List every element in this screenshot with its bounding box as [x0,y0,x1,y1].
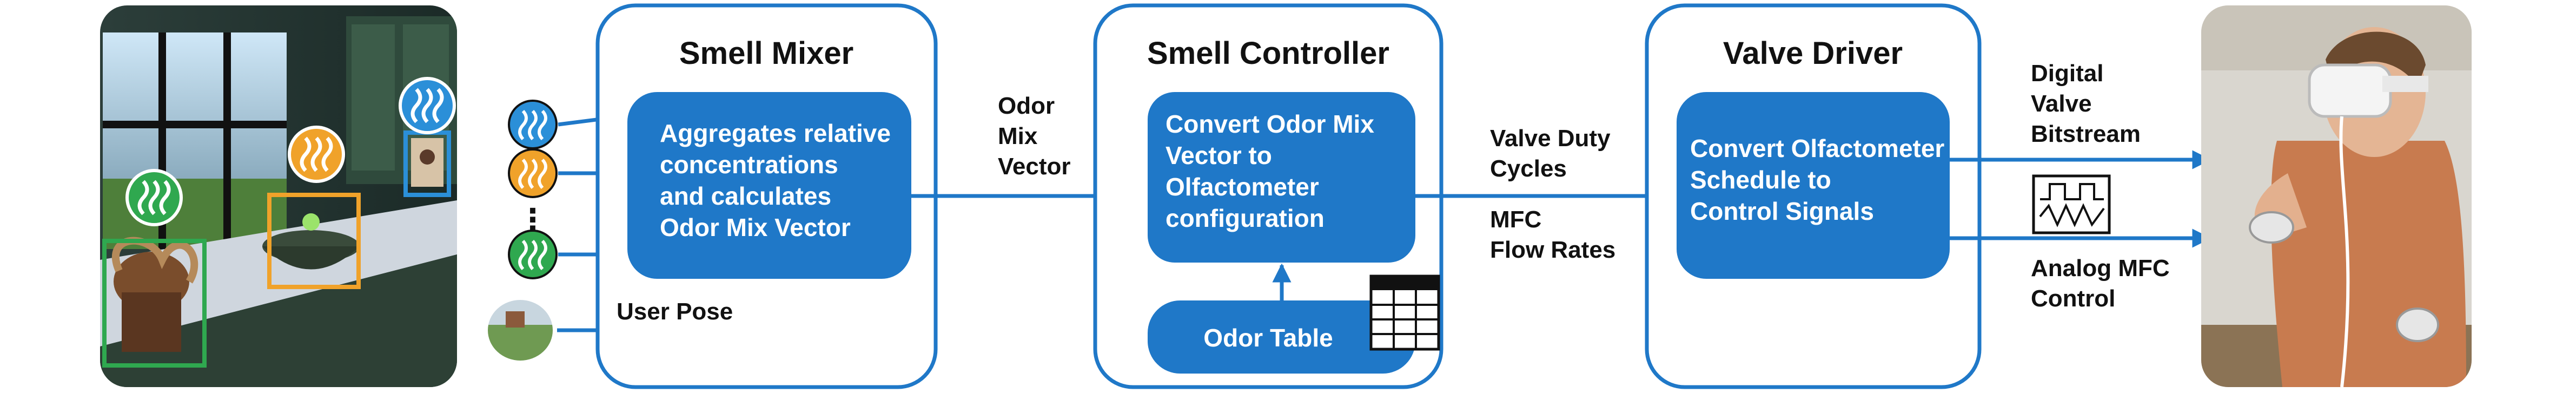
valve-driver-title: Valve Driver [1723,36,1903,71]
controller-line-2: Vector to [1166,141,1272,169]
mfc-flow-rates-label-1: MFC [1490,206,1541,233]
valve-duty-cycles-label-2: Cycles [1490,155,1567,182]
bowl-object [262,213,360,270]
plant-highlight-box [102,239,207,368]
mixer-line-2: concentrations [660,151,838,179]
analog-control-label-2: Control [2031,285,2115,312]
odor-mix-vector-label-2: Mix [998,123,1038,149]
user-pose-thumbnail [486,298,555,363]
waveform-icon [2032,174,2111,234]
smell-mixer-title: Smell Mixer [679,36,853,71]
controller-line-4: configuration [1166,204,1325,232]
odor-icon-blue-input [508,100,558,149]
digital-bitstream-label-3: Bitstream [2031,121,2141,147]
driver-line-3: Control Signals [1690,197,1874,225]
valve-duty-cycles-label-1: Valve Duty [1490,125,1611,152]
valve-driver-process [1677,92,1950,279]
controller-line-1: Convert Odor Mix [1166,110,1374,138]
table-grid-icon [1369,274,1440,351]
odor-icon-orange-input [508,148,558,198]
driver-line-1: Convert Olfactometer [1690,134,1944,162]
odor-icon-blue-scene [399,77,456,134]
digital-bitstream-label-2: Valve [2031,90,2092,117]
analog-control-label-1: Analog MFC [2031,255,2170,282]
odor-table-box [1148,300,1415,374]
odor-icon-green-scene [125,169,183,226]
mixer-line-1: Aggregates relative [660,119,891,147]
odor-table-label: Odor Table [1203,324,1333,352]
potted-plant [111,237,198,352]
smell-controller-process [1148,92,1415,263]
odor-mix-vector-label-3: Vector [998,153,1071,180]
odor-mix-vector-label-1: Odor [998,93,1055,119]
user-pose-label: User Pose [617,298,733,325]
odor-icon-orange-scene [288,126,345,183]
mfc-flow-rates-label-2: Flow Rates [1490,237,1615,263]
digital-bitstream-label-1: Digital [2031,60,2103,87]
bowl-highlight-box [267,193,361,289]
user-headset-photo [2201,5,2472,387]
mixer-line-4: Odor Mix Vector [660,213,851,241]
mixer-line-3: and calculates [660,182,831,210]
smell-mixer-process [627,92,911,279]
odor-icon-green-input [508,230,558,279]
driver-line-2: Schedule to [1690,166,1831,194]
smell-controller-title: Smell Controller [1147,36,1389,71]
controller-line-3: Olfactometer [1166,173,1319,201]
